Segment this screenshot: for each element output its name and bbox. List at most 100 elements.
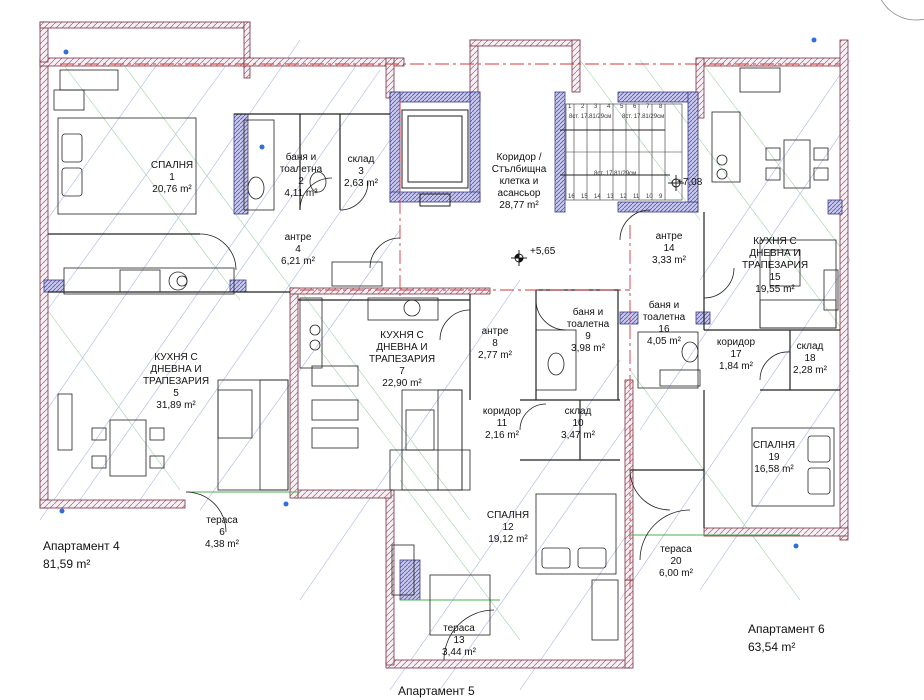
room-label-line: 19,12 m² xyxy=(488,534,528,545)
room-label-line: 10 xyxy=(572,418,584,429)
room-label-line: 16,58 m² xyxy=(754,464,794,475)
room-label-line: 4,05 m² xyxy=(647,336,681,347)
room-label-line: тоалетна xyxy=(279,164,323,175)
stair-step-number: 6 xyxy=(633,104,637,110)
room-label-line: 7 xyxy=(399,366,405,377)
stair-step-number: 2 xyxy=(581,104,585,110)
room-label-line: 2,16 m² xyxy=(485,430,519,441)
room-label-line: КУХНЯ С xyxy=(753,236,797,247)
room-label-line: антре xyxy=(481,326,509,337)
room-label-line: антре xyxy=(284,232,312,243)
room-label-line: тераса xyxy=(443,623,475,634)
stair-step-number: 14 xyxy=(594,194,601,200)
stair-step-number: 3 xyxy=(594,104,598,110)
room-label-line: 2,63 m² xyxy=(344,178,378,189)
room-label-line: 17 xyxy=(730,349,742,360)
room-label-line: баня и xyxy=(285,152,317,163)
room-label-line: 6,21 m² xyxy=(281,256,315,267)
stair-step-number: 8 xyxy=(659,104,663,110)
room-label-line: ТРАПЕЗАРИЯ xyxy=(142,376,210,387)
room-label-line: 11 xyxy=(496,418,508,429)
room-label-line: 4,38 m² xyxy=(205,539,239,550)
room-label-line: Коридор / xyxy=(496,152,542,163)
room-label-line: склад xyxy=(564,406,592,417)
stair-label: 8ст. 17.81/29см xyxy=(569,114,612,120)
room-label-line: 8 xyxy=(492,338,498,349)
apartment-4-label: Апартамент 4 81,59 m² xyxy=(43,537,120,573)
apartment-name: Апартамент 4 xyxy=(43,539,120,553)
room-label-line: коридор xyxy=(482,406,522,417)
stair-label: 8ст. 17.81/29см xyxy=(622,114,665,120)
stair-step-number: 12 xyxy=(620,194,627,200)
room-label-line: 18 xyxy=(804,353,816,364)
room-label-line: 28,77 m² xyxy=(499,200,539,211)
apartment-area: 63,54 m² xyxy=(748,640,796,654)
room-label-line: СПАЛНЯ xyxy=(486,510,530,521)
room-label-line: 4,11 m² xyxy=(284,188,318,199)
room-label-line: 6 xyxy=(219,527,225,538)
room-label-line: клетка и xyxy=(499,176,539,187)
apartment-area: 81,59 m² xyxy=(43,557,91,571)
room-label-line: 1 xyxy=(169,172,175,183)
room-label-line: антре xyxy=(655,231,683,242)
room-label-line: СПАЛНЯ xyxy=(752,440,796,451)
room-label-line: СПАЛНЯ xyxy=(150,160,194,171)
apartment-5-label: Апартамент 5 xyxy=(398,682,475,700)
staircase xyxy=(560,103,683,201)
elevation-marker xyxy=(511,175,684,266)
room-label-line: ДНЕВНА И xyxy=(749,248,801,259)
room-label-line: 3,44 m² xyxy=(442,647,476,658)
room-label-line: 3 xyxy=(358,166,364,177)
room-label-line: ДНЕВНА И xyxy=(376,342,428,353)
room-label-line: ДНЕВНА И xyxy=(150,364,202,375)
window-markers xyxy=(59,37,817,549)
room-label-line: 22,90 m² xyxy=(382,378,422,389)
room-label-line: 13 xyxy=(453,635,465,646)
room-label-line: 4 xyxy=(295,244,301,255)
north-arrow-icon xyxy=(880,0,924,21)
room-label-line: тоалетна xyxy=(642,312,686,323)
stair-step-number: 4 xyxy=(607,104,611,110)
room-label-line: 2,77 m² xyxy=(478,350,512,361)
room-label-line: 19,55 m² xyxy=(755,284,795,295)
stair-step-number: 5 xyxy=(620,104,624,110)
room-label-line: 31,89 m² xyxy=(156,400,196,411)
room-label-line: 1,84 m² xyxy=(719,361,753,372)
furniture xyxy=(53,67,839,641)
room-label-line: склад xyxy=(347,154,375,165)
room-label-line: 3,47 m² xyxy=(561,430,595,441)
landing-elevation: +7,08 xyxy=(677,177,703,188)
room-label-line: Стълбищна xyxy=(491,164,547,175)
stair-step-number: 10 xyxy=(646,194,653,200)
elevator xyxy=(401,109,469,207)
stair-step-number: 13 xyxy=(607,194,614,200)
stair-label: 8ст. 17.81/29см xyxy=(594,171,637,177)
room-label-line: коридор xyxy=(716,337,756,348)
stair-step-number: 16 xyxy=(568,194,575,200)
hatch-lines xyxy=(39,39,851,691)
core-walls xyxy=(43,91,843,601)
stair-step-number: 1 xyxy=(568,104,572,110)
room-label-line: ТРАПЕЗАРИЯ xyxy=(368,354,436,365)
room-label-line: тоалетна xyxy=(566,319,610,330)
room-label-line: склад xyxy=(796,341,824,352)
room-label-line: КУХНЯ С xyxy=(380,330,424,341)
